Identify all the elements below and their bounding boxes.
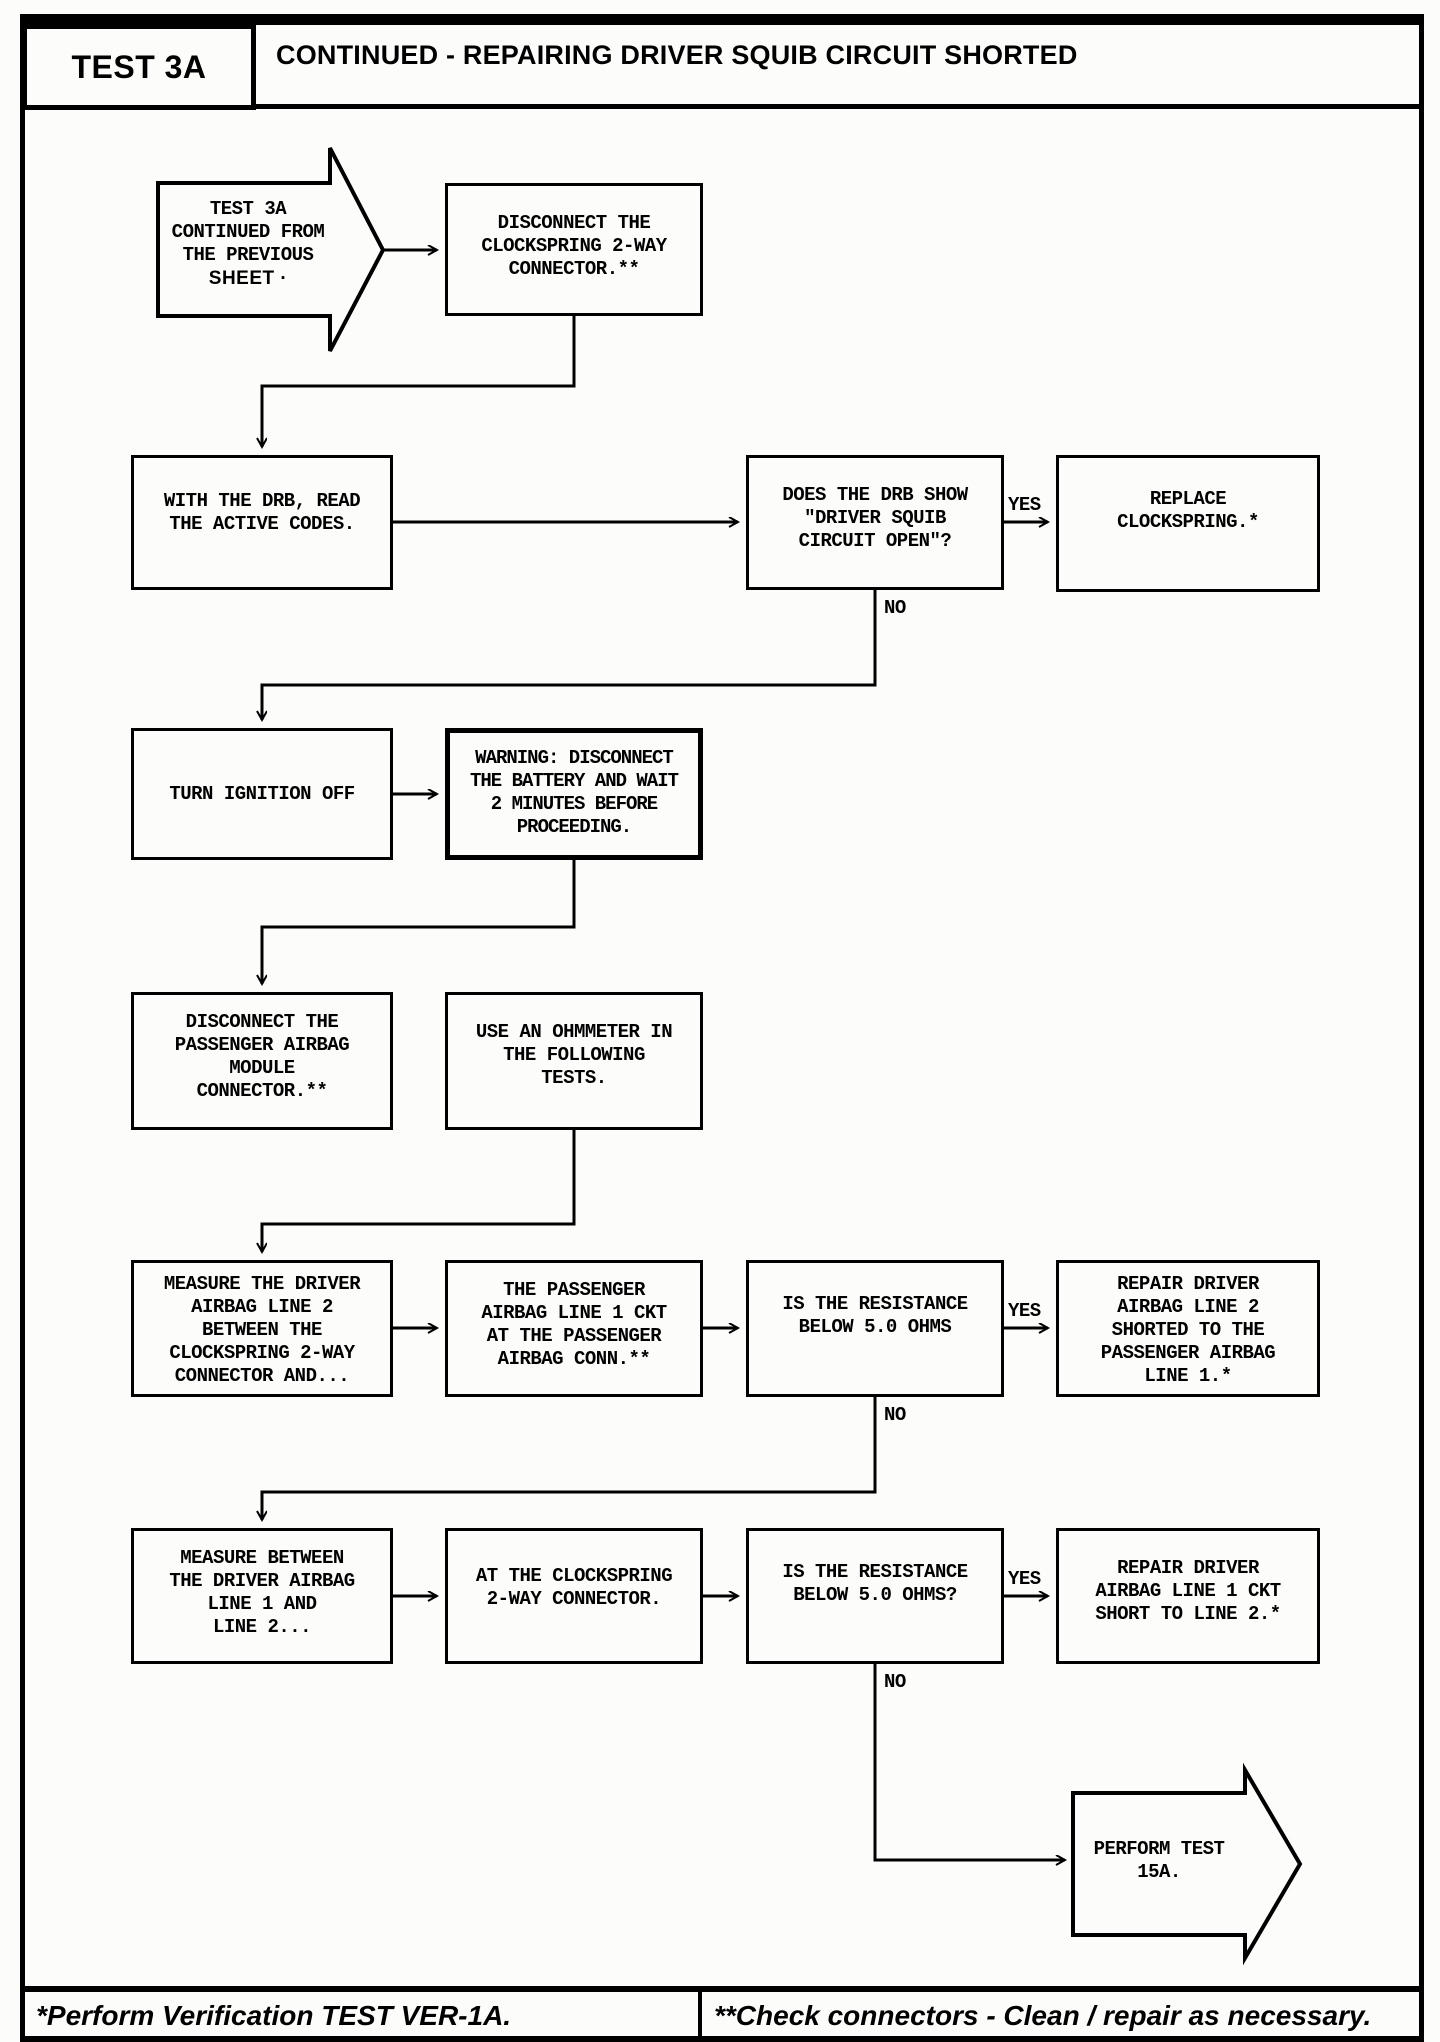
connector-disconnect-to-read-codes [262, 316, 576, 447]
node-text: PERFORM TEST 15A. [1093, 1838, 1225, 1883]
offpage-out-arrow-shape [1071, 1762, 1303, 1966]
node-text: DISCONNECT THE CLOCKSPRING 2-WAY CONNECT… [481, 212, 667, 280]
node-turn-ignition-off: TURN IGNITION OFF [131, 728, 393, 860]
test-label-box: TEST 3A [22, 24, 256, 110]
connector-ohmmeter-to-measure1 [262, 1130, 576, 1252]
page-title: CONTINUED - REPAIRING DRIVER SQUIB CIRCU… [276, 40, 1078, 70]
node-measure-driver-airbag-line2: MEASURE THE DRIVER AIRBAG LINE 2 BETWEEN… [131, 1260, 393, 1397]
node-text: MEASURE THE DRIVER AIRBAG LINE 2 BETWEEN… [163, 1273, 361, 1387]
footnote-left: *Perform Verification TEST VER-1A. [36, 2000, 512, 2031]
offpage-in-arrow-shape [156, 147, 386, 352]
footer-top-rule [20, 1986, 1424, 1992]
node-subtext: SHEET · [208, 268, 288, 289]
node-drb-show-driver-squib-open: DOES THE DRB SHOW "DRIVER SQUIB CIRCUIT … [746, 455, 1004, 590]
edge-label-no-3: NO [884, 1671, 906, 1693]
footer-divider-rule [698, 1986, 702, 2042]
node-disconnect-passenger-airbag-module: DISCONNECT THE PASSENGER AIRBAG MODULE C… [131, 992, 393, 1130]
test-label: TEST 3A [71, 48, 207, 85]
node-text: REPLACE CLOCKSPRING.* [1117, 488, 1259, 533]
footnote-right: **Check connectors - Clean / repair as n… [714, 2000, 1372, 2031]
node-continued-from-previous-sheet: TEST 3A CONTINUED FROM THE PREVIOUS [150, 198, 346, 267]
connector-warning-to-disconnect-passenger [262, 860, 576, 984]
node-text: USE AN OHMMETER IN THE FOLLOWING TESTS. [475, 1021, 673, 1089]
node-text: TEST 3A CONTINUED FROM THE PREVIOUS [171, 198, 325, 266]
node-text: WITH THE DRB, READ THE ACTIVE CODES. [163, 490, 361, 535]
node-text: AT THE CLOCKSPRING 2-WAY CONNECTOR. [475, 1565, 673, 1610]
node-perform-test-15a: PERFORM TEST 15A. [1073, 1838, 1245, 1884]
bottom-border-rule [20, 2036, 1424, 2042]
left-border-rule [20, 14, 25, 2042]
right-border-rule [1419, 14, 1424, 2042]
node-resistance-below-5-ohms: IS THE RESISTANCE BELOW 5.0 OHMS [746, 1260, 1004, 1397]
node-warning-disconnect-battery: WARNING: DISCONNECT THE BATTERY AND WAIT… [445, 728, 703, 860]
node-text: TURN IGNITION OFF [169, 783, 355, 805]
node-text: DISCONNECT THE PASSENGER AIRBAG MODULE C… [174, 1011, 350, 1102]
node-use-ohmmeter: USE AN OHMMETER IN THE FOLLOWING TESTS. [445, 992, 703, 1130]
edge-label-yes-2: YES [1008, 1300, 1041, 1322]
node-text: REPAIR DRIVER AIRBAG LINE 2 SHORTED TO T… [1100, 1273, 1276, 1387]
node-repair-line2-shorted: REPAIR DRIVER AIRBAG LINE 2 SHORTED TO T… [1056, 1260, 1320, 1397]
top-border-rule [20, 14, 1424, 25]
node-text: IS THE RESISTANCE BELOW 5.0 OHMS [782, 1293, 968, 1338]
node-text: REPAIR DRIVER AIRBAG LINE 1 CKT SHORT TO… [1095, 1557, 1281, 1625]
header-divider-rule [20, 104, 1424, 109]
edge-label-yes-1: YES [1008, 494, 1041, 516]
node-replace-clockspring: REPLACE CLOCKSPRING.* [1056, 455, 1320, 592]
node-read-active-codes: WITH THE DRB, READ THE ACTIVE CODES. [131, 455, 393, 590]
edge-label-yes-3: YES [1008, 1568, 1041, 1590]
connector-decision3-no-to-perform-test [873, 1664, 1065, 1860]
node-continued-sheet-subtext: SHEET · [178, 268, 318, 290]
node-at-clockspring-connector: AT THE CLOCKSPRING 2-WAY CONNECTOR. [445, 1528, 703, 1664]
node-repair-line1-short: REPAIR DRIVER AIRBAG LINE 1 CKT SHORT TO… [1056, 1528, 1320, 1664]
node-text: IS THE RESISTANCE BELOW 5.0 OHMS? [782, 1561, 968, 1606]
node-text: WARNING: DISCONNECT THE BATTERY AND WAIT… [469, 747, 679, 838]
node-text: MEASURE BETWEEN THE DRIVER AIRBAG LINE 1… [169, 1547, 355, 1638]
node-passenger-airbag-line1-ckt: THE PASSENGER AIRBAG LINE 1 CKT AT THE P… [445, 1260, 703, 1397]
node-disconnect-clockspring: DISCONNECT THE CLOCKSPRING 2-WAY CONNECT… [445, 183, 703, 316]
node-measure-between-line1-line2: MEASURE BETWEEN THE DRIVER AIRBAG LINE 1… [131, 1528, 393, 1664]
edge-label-no-2: NO [884, 1404, 906, 1426]
connector-decision1-no [262, 590, 877, 720]
node-resistance-below-5-ohms-2: IS THE RESISTANCE BELOW 5.0 OHMS? [746, 1528, 1004, 1664]
node-text: THE PASSENGER AIRBAG LINE 1 CKT AT THE P… [481, 1279, 667, 1370]
node-text: DOES THE DRB SHOW "DRIVER SQUIB CIRCUIT … [782, 484, 968, 552]
connector-decision2-no [262, 1397, 877, 1520]
edge-label-no-1: NO [884, 597, 906, 619]
